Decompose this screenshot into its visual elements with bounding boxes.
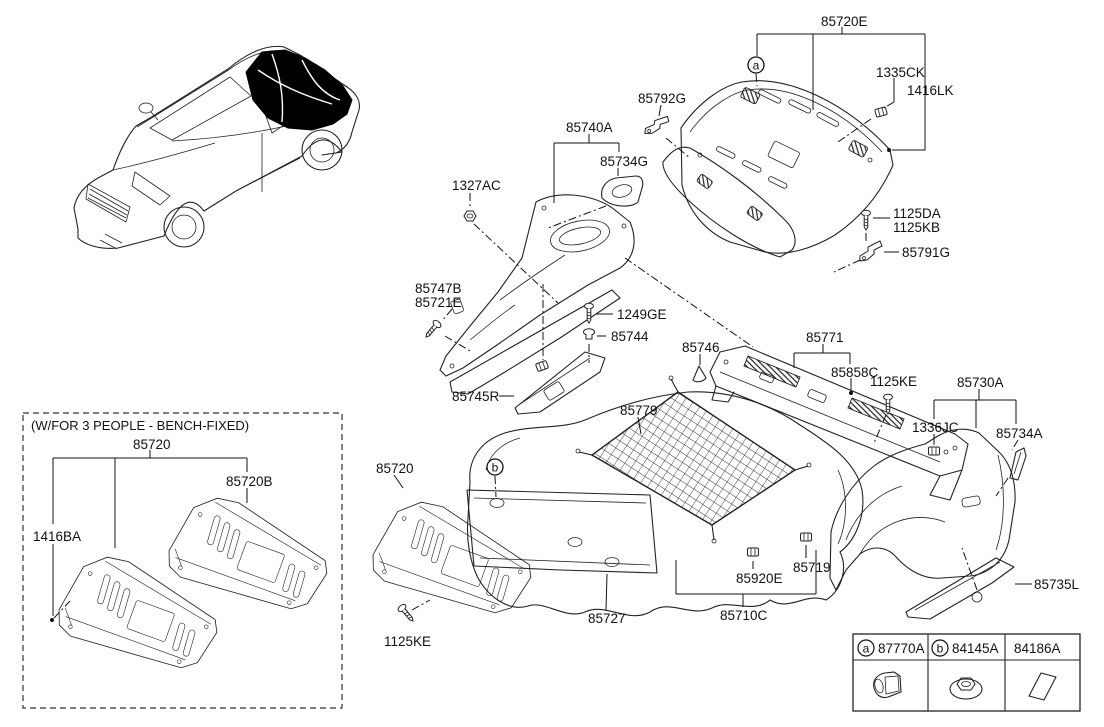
partition-panel-box-right (160, 484, 338, 638)
part-labels: 85720E 1335CK 1416LK 85792G 85740A 85734… (31, 14, 1080, 649)
callout-b-letter: b (492, 461, 499, 475)
label-1125ke-lower: 1125KE (384, 634, 431, 649)
label-85779: 85779 (620, 403, 658, 418)
trim-clip-icon (873, 671, 902, 699)
option-box-title: (W/FOR 3 PEOPLE - BENCH-FIXED) (31, 418, 249, 433)
grommet-nut-icon (949, 677, 983, 700)
label-85710c: 85710C (720, 608, 768, 623)
bench-fixed-option-box (22, 412, 343, 709)
car-illustration (73, 45, 360, 250)
label-85745r: 85745R (452, 389, 500, 404)
legend-marker-b: b (937, 642, 944, 656)
side-trim-lh-drawing (439, 194, 635, 395)
speaker-grille-hatch (848, 140, 869, 158)
label-85730a: 85730A (957, 375, 1004, 390)
label-85720e: 85720E (821, 14, 868, 29)
label-85720b: 85720B (226, 474, 273, 489)
luggage-board-drawing (466, 489, 658, 574)
label-1125da: 1125DA (893, 206, 941, 221)
option-box-border (22, 412, 343, 709)
snap-clip-icon (928, 446, 940, 456)
snap-clip-icon (800, 532, 812, 542)
garnish-strip-icon (1009, 447, 1027, 481)
label-1336jc: 1336JC (912, 420, 959, 435)
highlighted-trunk-area (245, 49, 353, 131)
leader-lines (50, 27, 1032, 622)
tread-hatch (743, 355, 801, 388)
pad-sheet-icon (1028, 672, 1057, 701)
bracket-clip-icon (644, 113, 670, 137)
label-85734a: 85734A (996, 426, 1043, 441)
board-hole (567, 537, 583, 547)
nut-icon (463, 210, 477, 222)
bracket-clip-icon (859, 240, 883, 262)
screw-icon (396, 602, 417, 625)
label-1125kb: 1125KB (893, 220, 940, 235)
grommet-hole (489, 498, 505, 508)
screw-icon (584, 302, 594, 324)
label-1416ba: 1416BA (33, 529, 81, 544)
trim-cap-icon (601, 175, 644, 207)
callout-a: a (747, 56, 765, 74)
label-1249ge: 1249GE (617, 307, 667, 322)
label-85746: 85746 (682, 340, 720, 355)
label-85735l: 85735L (1034, 577, 1080, 592)
label-1416lk: 1416LK (907, 83, 954, 98)
legend-part-84186a: 84186A (1014, 641, 1061, 656)
push-clip-icon (583, 328, 595, 340)
side-garnish-drawing (905, 547, 1015, 620)
label-1125ke-upper: 1125KE (870, 374, 917, 389)
tread-hatch (847, 397, 905, 430)
label-1335ck: 1335CK (876, 65, 925, 80)
legend-table: a 87770A b 84145A 84186A (852, 633, 1081, 712)
speaker-grille-hatch (740, 87, 761, 105)
legend-cell-84186a: 84186A (1014, 641, 1061, 701)
label-85719: 85719 (793, 560, 831, 575)
label-85721e: 85721E (415, 295, 462, 310)
screw-icon (422, 318, 443, 341)
label-85792g: 85792G (638, 91, 686, 106)
label-85720-box: 85720 (133, 437, 171, 452)
snap-clip-icon (874, 106, 888, 118)
legend-marker-a: a (863, 642, 870, 656)
label-85771: 85771 (806, 330, 844, 345)
legend-part-87770a: 87770A (878, 641, 925, 656)
label-85734g: 85734G (600, 154, 648, 169)
label-85791g: 85791G (902, 245, 950, 260)
partition-panel-middle (364, 488, 542, 642)
sill-trim-drawing (514, 351, 606, 415)
label-1327ac: 1327AC (452, 178, 501, 193)
legend-part-84145a: 84145A (952, 641, 999, 656)
side-trim-rh-drawing (829, 428, 1016, 591)
label-85720-middle: 85720 (376, 461, 414, 476)
label-85740a: 85740A (566, 120, 613, 135)
label-85920e: 85920E (736, 571, 783, 586)
snap-clip-icon (534, 359, 550, 373)
grille-hatch (696, 173, 713, 189)
luggage-net-drawing (575, 375, 812, 544)
grille-hatch (746, 205, 763, 221)
rear-transverse-trim-drawing (709, 345, 969, 501)
hardware-glyphs (396, 106, 1027, 625)
wedge-clip-icon (692, 365, 707, 383)
snap-clip-icon (747, 547, 759, 557)
label-85747b: 85747B (415, 281, 462, 296)
screw-icon (861, 209, 871, 231)
callout-b: b (486, 458, 504, 476)
label-85727: 85727 (588, 611, 626, 626)
label-85858c: 85858C (831, 365, 879, 380)
legend-cell-b: b 84145A (931, 639, 999, 700)
package-tray-drawing (662, 80, 894, 258)
legend-cell-a: a 87770A (857, 639, 925, 699)
label-85744: 85744 (611, 329, 649, 344)
board-hole (604, 557, 620, 567)
callout-a-letter: a (753, 59, 760, 73)
